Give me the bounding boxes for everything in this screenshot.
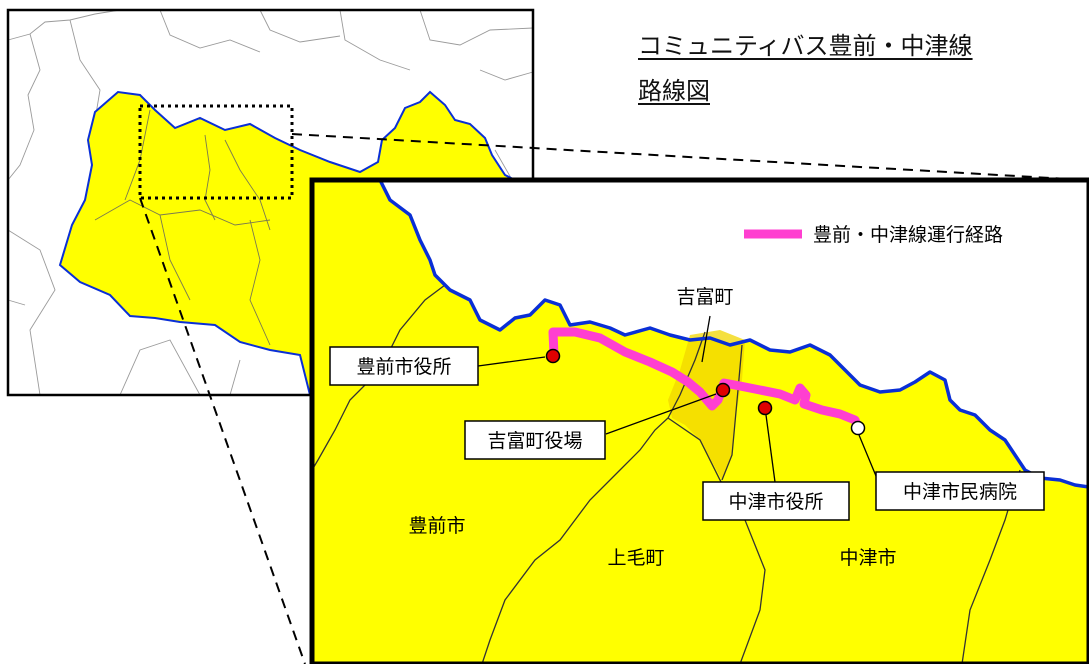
stop-marker-buzen-city-hall[interactable] — [545, 348, 561, 364]
stop-marker-nakatsu-city-hall[interactable] — [757, 400, 773, 416]
stop-label-nakatsu-hospital: 中津市民病院 — [875, 471, 1045, 511]
map-title-line2: 路線図 — [638, 77, 710, 105]
map-title-line1: コミュニティバス豊前・中津線 — [638, 32, 973, 60]
stop-label-nakatsu-hospital-text: 中津市民病院 — [903, 481, 1017, 503]
overview-inner-boundaries — [94, 109, 271, 346]
stop-marker-nakatsu-hospital[interactable] — [850, 420, 866, 436]
stop-leaders — [477, 356, 877, 483]
selection-box — [138, 104, 294, 200]
area-label-yoshitomi: 吉富町 — [676, 286, 733, 308]
zoom-leader-lines — [139, 133, 1086, 664]
yoshitomi-leader — [701, 315, 711, 363]
stop-label-buzen-city-hall-text: 豊前市役所 — [356, 356, 451, 378]
detail-map: 吉富町 豊前市 上毛町 中津市 豊前・中津線運行経路 豊前市役所 — [309, 177, 1089, 664]
stop-label-nakatsu-city-hall: 中津市役所 — [702, 481, 850, 521]
stop-marker-yoshitomi-town-hall[interactable] — [715, 382, 731, 398]
coastline — [378, 180, 1089, 489]
stop-label-yoshitomi-town-hall-text: 吉富町役場 — [487, 430, 582, 452]
area-label-koge: 上毛町 — [607, 547, 664, 569]
legend-route-label: 豊前・中津線運行経路 — [813, 224, 1003, 246]
area-label-buzen: 豊前市 — [408, 515, 465, 537]
stop-label-nakatsu-city-hall-text: 中津市役所 — [728, 491, 823, 513]
map-title: コミュニティバス豊前・中津線 路線図 — [638, 24, 973, 114]
stop-label-yoshitomi-town-hall: 吉富町役場 — [464, 420, 606, 460]
detail-frame — [309, 177, 1089, 664]
legend: 豊前・中津線運行経路 — [744, 224, 1003, 246]
area-label-nakatsu: 中津市 — [839, 547, 896, 569]
stops — [545, 348, 866, 436]
stop-label-buzen-city-hall: 豊前市役所 — [329, 346, 479, 386]
